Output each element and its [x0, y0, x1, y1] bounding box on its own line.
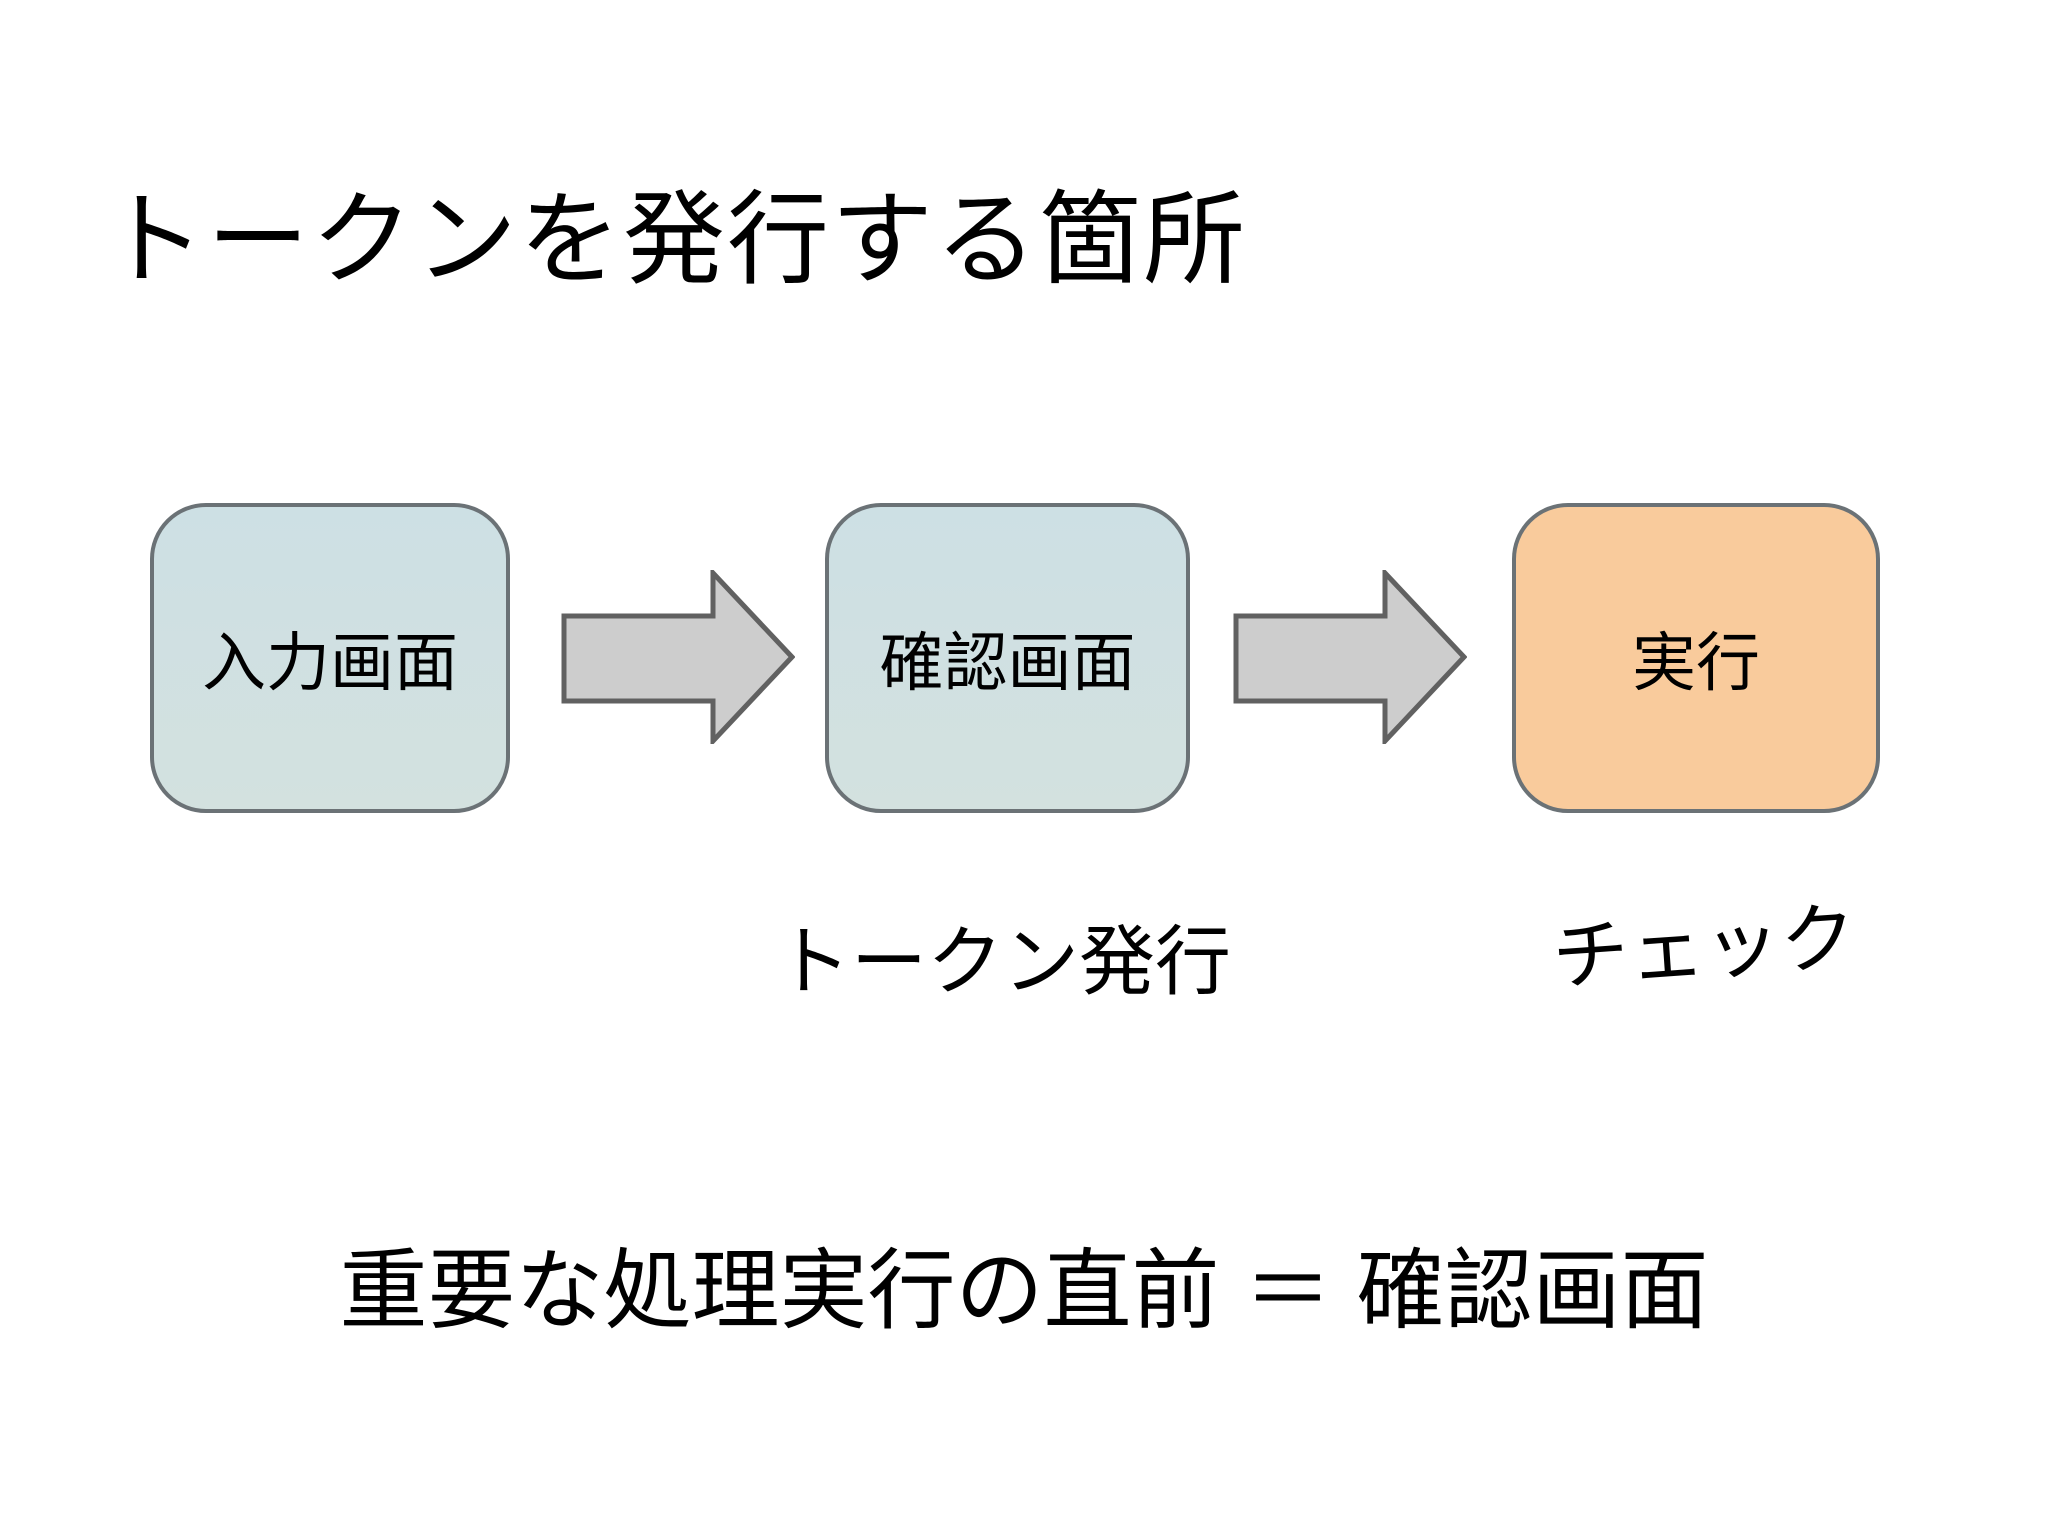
- slide-title: トークンを発行する箇所: [103, 183, 1247, 297]
- flow-node-execute: 実行: [1512, 503, 1880, 813]
- flow-node-execute-label: 実行: [1632, 627, 1760, 699]
- right-arrow-icon: [561, 570, 795, 744]
- annotation-token-issue: トークン発行: [775, 920, 1231, 1005]
- slide-footer-conclusion: 重要な処理実行の直前 ＝ 確認画面: [339, 1241, 1709, 1340]
- right-arrow-icon: [1233, 570, 1467, 744]
- flow-node-confirm-screen-label: 確認画面: [879, 627, 1136, 699]
- flow-node-input-screen: 入力画面: [150, 503, 510, 813]
- annotation-check: チェック: [1549, 894, 1860, 1001]
- flow-node-input-screen-label: 入力画面: [202, 627, 458, 699]
- flow-node-confirm-screen: 確認画面: [825, 503, 1190, 813]
